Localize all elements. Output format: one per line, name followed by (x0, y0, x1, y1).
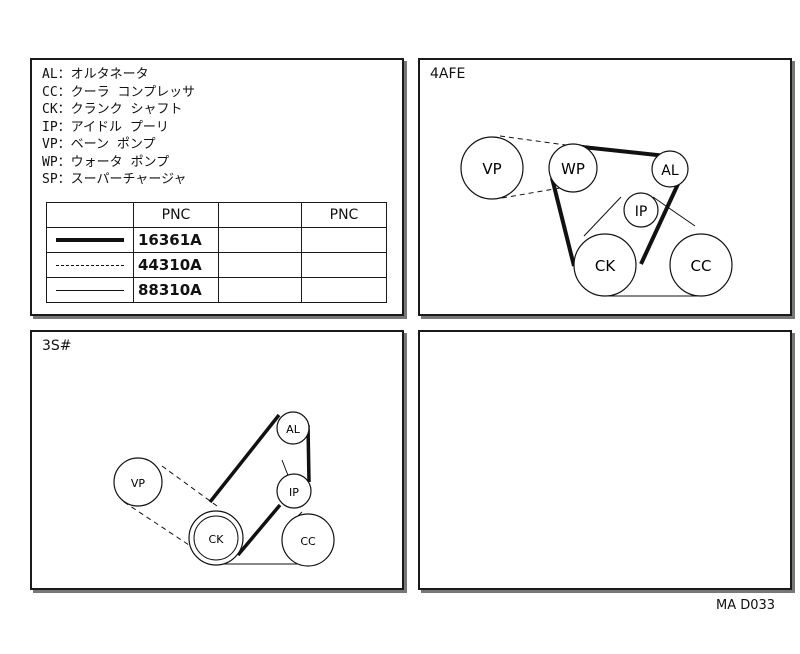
header-pnc-2: PNC (301, 202, 387, 228)
abbreviation-list: AL：オルタネータ CC：クーラ コンプレッサ CK：クランク シャフト IP：… (42, 66, 195, 189)
header-line-cell (46, 202, 134, 228)
abbr-wp: WP：ウォータ ポンプ (42, 154, 170, 170)
table-row: 44310A (46, 252, 387, 278)
pulley-cc: CC (281, 513, 335, 567)
pulley-label: CC (300, 535, 316, 548)
pulley-al: AL (276, 411, 310, 445)
legend-panel: AL：オルタネータ CC：クーラ コンプレッサ CK：クランク シャフト IP：… (30, 58, 404, 316)
pulley-label: CK (209, 533, 225, 546)
belt-diagram-3s: 3S# AL VP IP CK CC (30, 330, 404, 590)
belt-diagram-4afe-svg: VP WP AL IP CK CC (460, 135, 733, 297)
belt-thick-wp-al (572, 144, 667, 158)
line-swatch-thin (46, 277, 134, 303)
pulley-vp: VP (460, 136, 524, 200)
pnc-table: PNC PNC 16361A 44310A 88310A (46, 202, 387, 303)
abbr-al: AL：オルタネータ (42, 67, 149, 82)
diagram-title: 4AFE (430, 66, 466, 82)
pulley-vp: VP (113, 457, 163, 507)
pnc-value: 16361A (133, 227, 219, 253)
pulley-label: VP (482, 160, 501, 178)
pnc-value: 88310A (133, 277, 219, 303)
pulley-label: IP (635, 204, 648, 220)
pulley-ck: CK (573, 233, 637, 297)
belt-dashed-vp-ck-top (161, 465, 218, 507)
pulley-ip: IP (276, 473, 312, 509)
pulley-label: CC (691, 257, 712, 275)
belt-thin-ck-ip (583, 196, 622, 237)
belt-thick-al-ck (208, 413, 281, 504)
diagram-title: 3S# (42, 338, 72, 354)
line-swatch-thick (46, 227, 134, 253)
belt-thick-al-ck (639, 183, 680, 265)
blank-cell (218, 277, 302, 303)
belt-diagram-4afe: 4AFE VP WP AL IP CK (418, 58, 792, 316)
drawing-code: MA D033 (716, 598, 776, 613)
blank-cell (218, 227, 302, 253)
empty-panel (418, 330, 792, 590)
table-row: 16361A (46, 227, 387, 253)
belt-dashed-vp-wp-top (499, 135, 574, 147)
blank-cell (218, 252, 302, 278)
belt-thin-ip-cc (652, 196, 696, 227)
pulley-wp: WP (548, 143, 598, 193)
blank-cell (301, 227, 387, 253)
belt-dashed-vp-ck-bottom (123, 501, 193, 548)
abbr-ck: CK：クランク シャフト (42, 102, 183, 117)
pulley-al: AL (651, 150, 689, 188)
header-pnc-1: PNC (133, 202, 219, 228)
abbr-cc: CC：クーラ コンプレッサ (42, 84, 196, 100)
belt-thick-ip-ck (236, 503, 282, 557)
pulley-ip: IP (623, 192, 659, 228)
abbr-sp: SP：スーパーチャージャ (42, 172, 187, 187)
blank-cell (301, 252, 387, 278)
pulley-label: WP (561, 160, 585, 178)
pulley-label: CK (595, 257, 616, 275)
header-blank (218, 202, 302, 228)
belt-dashed-vp-wp-bottom (501, 187, 561, 199)
pulley-label: VP (131, 477, 146, 490)
pulley-ck: CK (188, 510, 244, 566)
abbr-vp: VP：ベーン ポンプ (42, 137, 156, 152)
pnc-table-header: PNC PNC (46, 202, 387, 228)
pnc-value: 44310A (133, 252, 219, 278)
pulley-label: AL (286, 423, 301, 436)
table-row: 88310A (46, 277, 387, 303)
blank-cell (301, 277, 387, 303)
pulley-label: AL (661, 163, 679, 179)
line-swatch-dashed (46, 252, 134, 278)
pulley-label: IP (289, 486, 299, 499)
pulley-cc: CC (669, 233, 733, 297)
abbr-ip: IP：アイドル プーリ (42, 119, 169, 135)
belt-diagram-3s-svg: AL VP IP CK CC (113, 411, 335, 567)
belt-thick-wp-ck (550, 177, 576, 267)
